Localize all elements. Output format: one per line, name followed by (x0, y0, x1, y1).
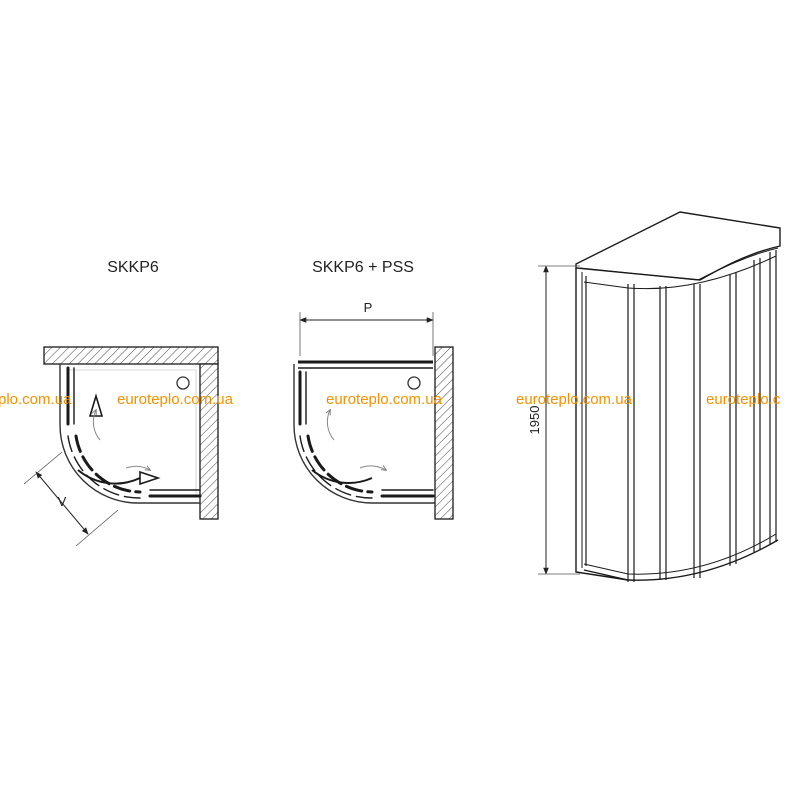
watermark-text: euroteplo.com.ua (117, 391, 234, 408)
motion-arrow (327, 410, 335, 441)
skkp6-plan-view: V (23, 346, 219, 547)
watermark-text: euroteplo.c (706, 391, 781, 408)
dimension-p-label: P (364, 300, 373, 315)
fixed-side-panel (298, 360, 433, 369)
door-frames (585, 250, 777, 582)
arrowhead-up (88, 393, 104, 417)
shower-tray (293, 364, 435, 504)
arrowhead-right (139, 470, 161, 486)
motion-arrow (125, 466, 150, 470)
dimension-v (35, 471, 89, 535)
door-open-arrow (77, 469, 141, 485)
watermark-text: euroteplo.com.ua (516, 391, 633, 408)
sliding-doors (298, 370, 435, 499)
drain (176, 376, 190, 390)
motion-arrow (93, 410, 101, 441)
sliding-doors (66, 366, 202, 499)
drain (407, 376, 421, 390)
dimension-height-label: 1950 (527, 406, 542, 435)
side-wall (434, 346, 454, 520)
watermark-text: euroteplo.com.ua (326, 391, 443, 408)
door-open-arrow (311, 469, 373, 484)
left-diagram-title: SKKP6 (107, 259, 159, 276)
back-wall (43, 346, 219, 365)
dimension-v-label: V (58, 494, 67, 509)
skkp6-pss-plan-view: P (293, 300, 454, 520)
motion-arrow (359, 466, 386, 470)
enclosure-top (575, 211, 781, 281)
enclosure-bottom (583, 539, 779, 581)
watermark: plo.com.ua euroteplo.com.ua euroteplo.co… (0, 391, 781, 408)
side-wall (199, 363, 219, 520)
middle-diagram-title: SKKP6 + PSS (312, 259, 414, 276)
enclosure-3d-view (538, 211, 781, 582)
watermark-text: plo.com.ua (0, 391, 72, 408)
